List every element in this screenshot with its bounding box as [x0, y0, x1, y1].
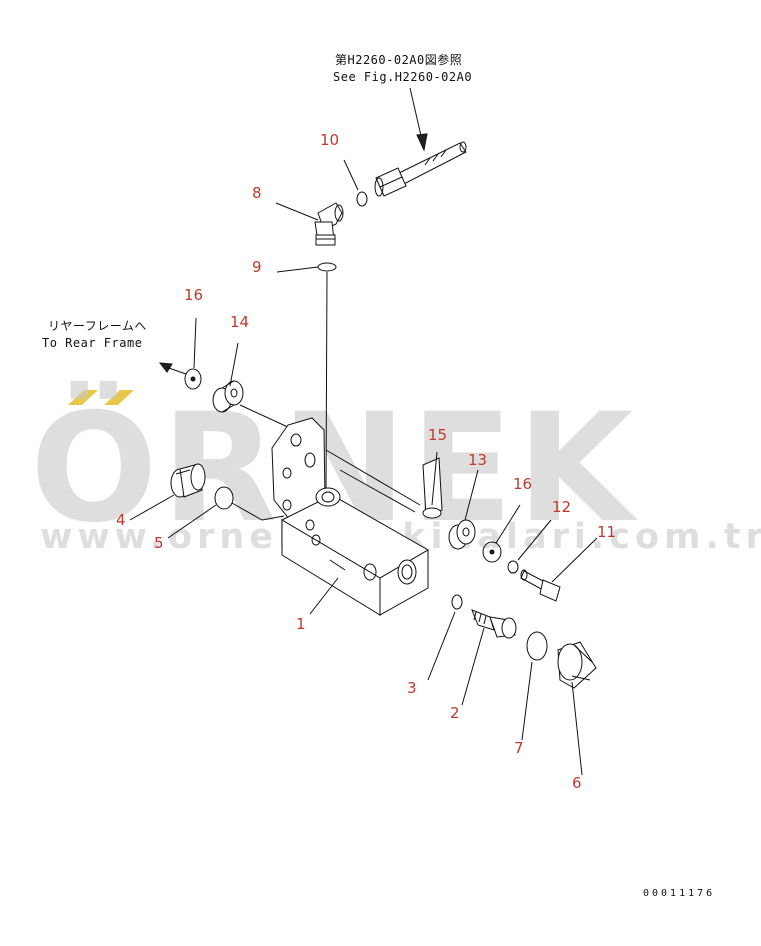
- part-number-16-lower: 16: [513, 475, 532, 493]
- watermark: ÖRNEK www.orneksmakinalari.com.tr: [30, 380, 761, 557]
- leader-16-upper: [193, 317, 197, 369]
- seal-3: [451, 594, 463, 610]
- leader-11: [551, 537, 598, 583]
- check-valve-2: [471, 609, 517, 639]
- o-ring-9: [317, 262, 337, 272]
- part-number-14: 14: [230, 313, 249, 331]
- plug-4: [170, 463, 206, 498]
- part-number-11: 11: [597, 523, 616, 541]
- leader-5: [167, 504, 217, 539]
- drawing: [129, 87, 598, 776]
- part-number-1: 1: [296, 615, 306, 633]
- part-number-3: 3: [407, 679, 417, 697]
- ref-note-en: See Fig.H2260-02A0: [333, 70, 472, 84]
- part-number-12: 12: [552, 498, 571, 516]
- part-number-13: 13: [468, 451, 487, 469]
- ref-arrow-head: [416, 133, 428, 152]
- pin-15: [422, 457, 443, 519]
- part-number-16-upper: 16: [184, 286, 203, 304]
- leader-2: [461, 627, 485, 706]
- valve-block-1: [280, 487, 429, 616]
- leader-8: [275, 202, 319, 221]
- centerline-9: [325, 271, 328, 491]
- o-ring-7: [526, 631, 548, 661]
- o-ring-10: [356, 191, 368, 207]
- washer-16-upper: [184, 368, 202, 390]
- part-numbers: 1 2 3 4 5 6 7 8 9 10 11 12 13 14 15 16 1…: [116, 131, 616, 792]
- part-number-15: 15: [428, 426, 447, 444]
- leader-13: [464, 469, 479, 521]
- leader-1: [309, 577, 339, 615]
- leader-3: [427, 611, 456, 681]
- leader-7: [521, 661, 533, 741]
- spacer-14: [212, 380, 244, 413]
- leader-14: [229, 342, 239, 387]
- o-ring-5: [214, 486, 234, 510]
- washer-16-lower: [482, 541, 502, 563]
- leader-16-lower: [495, 504, 521, 544]
- document-code: 00011176: [643, 888, 715, 899]
- part-number-9: 9: [252, 258, 262, 276]
- part-number-8: 8: [252, 184, 262, 202]
- leader-15: [431, 451, 438, 506]
- leader-4: [129, 494, 175, 521]
- elbow-fitting-8: [314, 202, 344, 246]
- watermark-accent-left: [68, 390, 98, 405]
- plug-6: [557, 641, 597, 689]
- bolt-11: [520, 569, 561, 602]
- rear-note-jp: リヤーフレームへ: [48, 319, 147, 333]
- spacer-13: [448, 519, 476, 550]
- rear-arrow-line: [165, 366, 187, 375]
- watermark-accent-right: [104, 390, 134, 405]
- part-number-7: 7: [514, 739, 524, 757]
- leader-9: [276, 266, 319, 273]
- part-number-2: 2: [450, 704, 460, 722]
- hose-assembly: [374, 141, 467, 197]
- washer-12: [507, 560, 519, 574]
- ref-note-jp: 第H2260-02A0図参照: [335, 52, 462, 67]
- leader-12: [517, 519, 552, 561]
- ref-arrow-line: [409, 87, 423, 141]
- part-number-4: 4: [116, 511, 126, 529]
- part-number-6: 6: [572, 774, 582, 792]
- part-number-5: 5: [154, 534, 164, 552]
- rear-note-en: To Rear Frame: [42, 336, 142, 350]
- leader-10: [343, 159, 359, 191]
- part-number-10: 10: [320, 131, 339, 149]
- leader-6: [571, 681, 583, 776]
